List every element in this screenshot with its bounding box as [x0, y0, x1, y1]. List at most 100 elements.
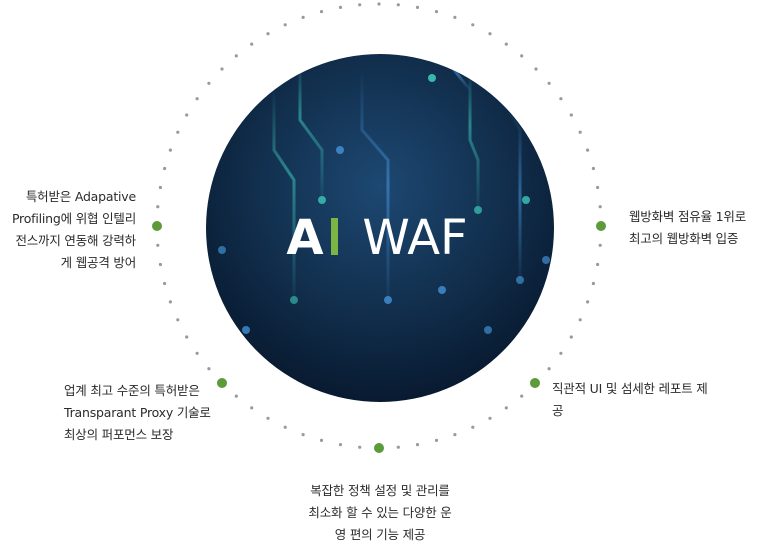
orbit-dot	[434, 10, 439, 14]
orbit-dot	[319, 10, 324, 14]
orbit-dot	[266, 416, 270, 420]
circuit-nodes	[218, 74, 550, 334]
logo-letter-a: A	[286, 210, 323, 266]
orbit-dot	[220, 67, 224, 71]
orbit-dot	[168, 148, 172, 152]
feature-line: 직관적 UI 및 섬세한 레포트 제	[552, 381, 708, 396]
orbit-dot	[415, 5, 420, 9]
orbit-dot	[319, 438, 324, 442]
ai-waf-logo: A WAF	[286, 210, 467, 266]
orbit-dot	[163, 166, 167, 171]
orbit-dot	[598, 205, 602, 209]
feature-line: Profiling에 위협 인텔리	[11, 211, 136, 226]
orbit-dot	[591, 166, 596, 171]
feature-adaptive-profiling: 특허받은 Adapative Profiling에 위협 인텔리 전스까지 연동…	[12, 186, 136, 274]
orbit-dot	[301, 15, 305, 19]
orbit-dot	[559, 97, 563, 101]
orbit-dot	[559, 351, 563, 355]
orbit-dot	[453, 15, 457, 19]
orbit-dot	[471, 23, 475, 27]
feature-line: 게 웹공격 방어	[60, 255, 137, 270]
orbit-dot	[488, 416, 492, 420]
orbit-dot	[176, 318, 180, 322]
orbit-dot	[434, 438, 439, 442]
orbit-dot	[488, 32, 492, 36]
orbit-dot	[534, 67, 538, 71]
orbit-dot	[471, 425, 475, 429]
marker-right-lower	[530, 378, 540, 388]
orbit-dot	[504, 406, 508, 410]
orbit-dot	[338, 5, 343, 9]
orbit-dot	[591, 281, 596, 286]
feature-market-share: 웹방화벽 점유율 1위로 최고의 웹방화벽 입증	[629, 206, 746, 250]
orbit-dot	[453, 433, 457, 437]
orbit-dot	[504, 42, 508, 46]
orbit-dot	[195, 351, 199, 355]
orbit-dot	[569, 335, 573, 339]
orbit-dot	[415, 443, 420, 447]
feature-line: 업계 최고 수준의 특허받은	[64, 383, 200, 398]
marker-right-upper	[596, 221, 606, 231]
orbit-dot	[301, 433, 305, 437]
orbit-dot	[578, 318, 582, 322]
orbit-dot	[207, 81, 211, 85]
orbit-dot	[569, 113, 573, 117]
feature-intuitive-ui: 직관적 UI 및 섬세한 레포트 제 공	[552, 378, 708, 422]
orbit-dot	[547, 367, 551, 371]
orbit-dot	[520, 394, 524, 398]
orbit-dot	[163, 281, 167, 286]
orbit-dot	[547, 81, 551, 85]
orbit-dot	[396, 3, 400, 7]
marker-left-upper	[152, 221, 162, 231]
orbit-dot	[283, 23, 287, 27]
orbit-dot	[396, 445, 400, 449]
orbit-dot	[156, 205, 160, 209]
marker-left-lower	[217, 378, 227, 388]
orbit-dot	[586, 148, 590, 152]
feature-line: 영 편의 기능 제공	[334, 527, 426, 542]
orbit-dot	[250, 406, 254, 410]
orbit-dot	[250, 42, 254, 46]
feature-transparent-proxy: 업계 최고 수준의 특허받은 Transparant Proxy 기술로 최상의…	[64, 380, 211, 446]
feature-line: 공	[552, 403, 564, 418]
orbit-dot	[185, 335, 189, 339]
circuit-lines	[220, 58, 548, 332]
orbit-dot	[586, 300, 590, 304]
orbit-dot	[598, 243, 602, 247]
orbit-dot	[358, 3, 362, 7]
orbit-dot	[596, 185, 600, 190]
feature-markers	[152, 221, 606, 453]
feature-line: 특허받은 Adapative	[25, 189, 136, 204]
orbit-dot	[358, 445, 362, 449]
orbit-dot	[158, 262, 162, 267]
feature-line: 웹방화벽 점유율 1위로	[629, 209, 747, 224]
orbit-dot	[158, 185, 162, 190]
orbit-dot	[234, 394, 238, 398]
orbit-dot	[234, 54, 238, 58]
orbit-dot	[338, 443, 343, 447]
marker-bottom	[374, 443, 384, 453]
orbit-dot	[207, 367, 211, 371]
orbit-dot	[266, 32, 270, 36]
feature-line: 최상의 퍼포먼스 보장	[64, 427, 174, 442]
orbit-dot	[156, 243, 160, 247]
orbit-dot	[377, 2, 381, 6]
orbit-dot	[520, 54, 524, 58]
orbit-dot	[596, 262, 600, 267]
feature-line: 최고의 웹방화벽 입증	[629, 231, 739, 246]
orbit-dot	[176, 130, 180, 134]
orbit-dot	[578, 130, 582, 134]
orbit-dot	[195, 97, 199, 101]
feature-line: 최소화 할 수 있는 다양한 운	[308, 505, 452, 520]
feature-line: 전스까지 연동해 강력하	[15, 233, 136, 248]
feature-line: Transparant Proxy 기술로	[64, 405, 211, 420]
orbit-dot	[283, 425, 287, 429]
orbit-dot	[185, 113, 189, 117]
feature-policy-management: 복잡한 정책 설정 및 관리를 최소화 할 수 있는 다양한 운 영 편의 기능…	[300, 480, 460, 546]
feature-line: 복잡한 정책 설정 및 관리를	[310, 483, 450, 498]
logo-green-bar	[331, 218, 338, 255]
orbit-dot	[168, 300, 172, 304]
center-circle	[206, 54, 554, 402]
logo-waf-text: WAF	[362, 210, 467, 266]
